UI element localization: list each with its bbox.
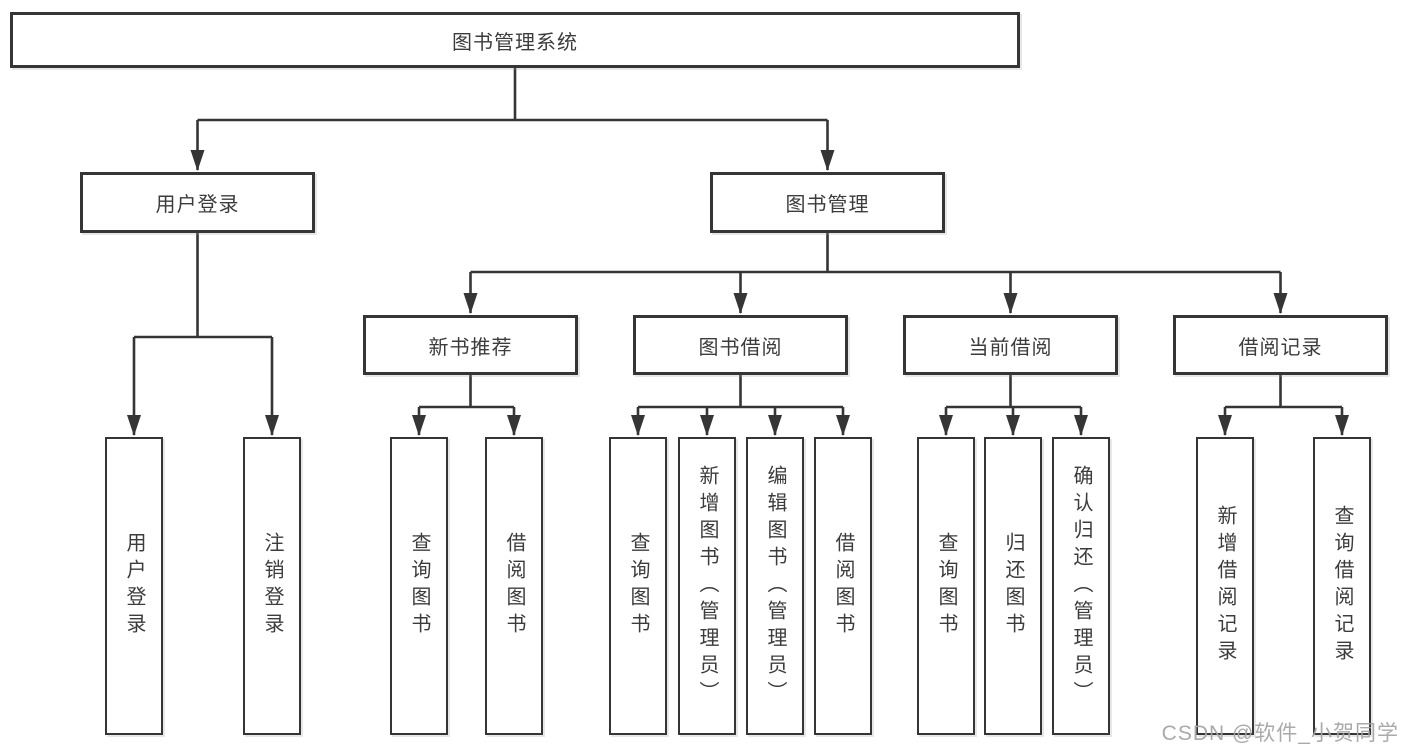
leaf-label: 编辑图书（管理员）: [764, 464, 786, 708]
leaf-confirm-return-admin: 确认归还（管理员）: [1052, 437, 1110, 735]
leaf-return-book: 归还图书: [984, 437, 1042, 735]
node-user-login: 用户登录: [80, 172, 315, 233]
leaf-add-borrow-record: 新增借阅记录: [1196, 437, 1254, 735]
leaf-user-login: 用户登录: [105, 437, 163, 735]
watermark-text: CSDN @软件_小贺同学: [1161, 722, 1399, 745]
leaf-label: 注销登录: [261, 532, 283, 640]
connector-new-book-recommend: [419, 375, 514, 409]
node-new-book-recommend: 新书推荐: [363, 315, 578, 375]
leaf-edit-book-admin: 编辑图书（管理员）: [746, 437, 804, 735]
leaf-label: 查询图书: [408, 532, 430, 640]
leaf-logout: 注销登录: [243, 437, 301, 735]
node-current-borrow: 当前借阅: [903, 315, 1118, 375]
connector-book-management: [470, 233, 1281, 274]
connector-user-login: [134, 233, 272, 339]
node-book-management: 图书管理: [710, 172, 945, 233]
leaf-label: 查询借阅记录: [1331, 505, 1353, 667]
leaf-query-books-recommend: 查询图书: [390, 437, 448, 735]
leaf-query-books-current: 查询图书: [917, 437, 975, 735]
node-library-system: 图书管理系统: [10, 12, 1020, 68]
leaf-label: 借阅图书: [503, 532, 525, 640]
connector-root-to-modules: [197, 68, 828, 122]
leaf-label: 查询图书: [627, 532, 649, 640]
leaf-label: 新增借阅记录: [1214, 505, 1236, 667]
connector-borrow-records: [1225, 375, 1342, 409]
leaf-label: 归还图书: [1002, 532, 1024, 640]
node-borrow-records: 借阅记录: [1173, 315, 1388, 375]
leaf-label: 查询图书: [935, 532, 957, 640]
connector-current-borrow: [946, 375, 1081, 409]
leaf-label: 用户登录: [123, 532, 145, 640]
leaf-query-borrow-record: 查询借阅记录: [1313, 437, 1371, 735]
leaf-label: 确认归还（管理员）: [1070, 464, 1092, 708]
leaf-borrow-books-recommend: 借阅图书: [485, 437, 543, 735]
leaf-label: 借阅图书: [832, 532, 854, 640]
leaf-borrow-books: 借阅图书: [814, 437, 872, 735]
node-book-borrow: 图书借阅: [633, 315, 848, 375]
connector-book-borrow: [638, 375, 843, 409]
leaf-label: 新增图书（管理员）: [696, 464, 718, 708]
leaf-add-book-admin: 新增图书（管理员）: [678, 437, 736, 735]
leaf-query-books-borrow: 查询图书: [609, 437, 667, 735]
